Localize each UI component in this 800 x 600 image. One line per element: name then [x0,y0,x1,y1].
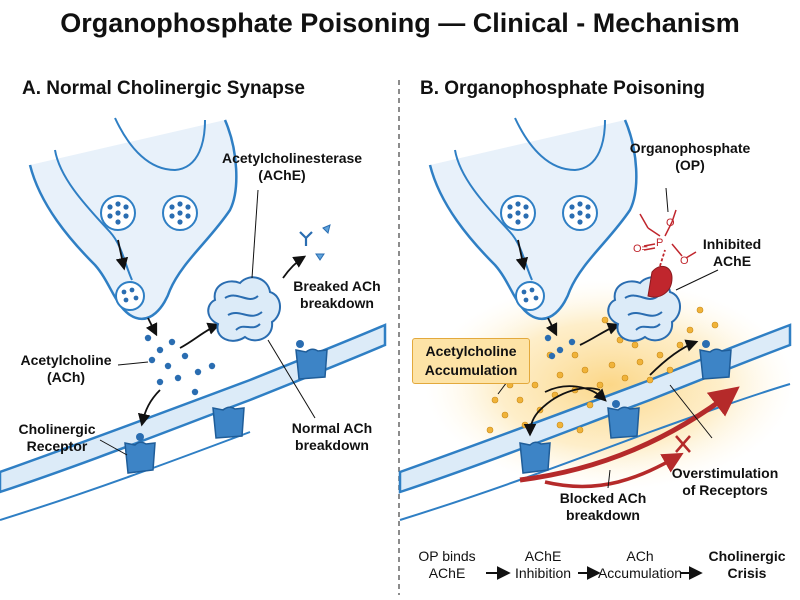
overstimulation-arrow [519,386,740,483]
block-x-icon [675,435,691,453]
postsynaptic-membrane-a [0,323,387,494]
panel-b-title: B. Organophosphate Poisoning [420,78,705,99]
op-atom-p: P [656,237,663,249]
ach-molecules-a [144,334,216,396]
ache-enzyme-a [207,276,281,342]
blocked-pathway-arrow [544,452,684,489]
breakdown-fragments [299,224,331,261]
panel-a-title: A. Normal Cholinergic Synapse [22,78,305,99]
organophosphate-molecule: P O= O O [633,209,697,298]
panel-b-art: P O= O O [398,117,795,521]
op-atom-o: O= [633,243,648,255]
acetylcholine-label: Acetylcholine(ACh) [20,352,112,385]
receptor [124,348,328,474]
op-label: Organophosphate(OP) [629,140,751,173]
postsynaptic-membrane-b [398,323,792,494]
op-atom-o: O [680,255,689,267]
panel-a-art [0,117,387,521]
docking-vesicle [115,281,145,311]
op-atom-o: O [666,217,675,229]
ache-label: Acetylcholinesterase(AChE) [222,150,363,183]
diagram-title: Organophosphate Poisoning — Clinical - M… [60,8,740,38]
